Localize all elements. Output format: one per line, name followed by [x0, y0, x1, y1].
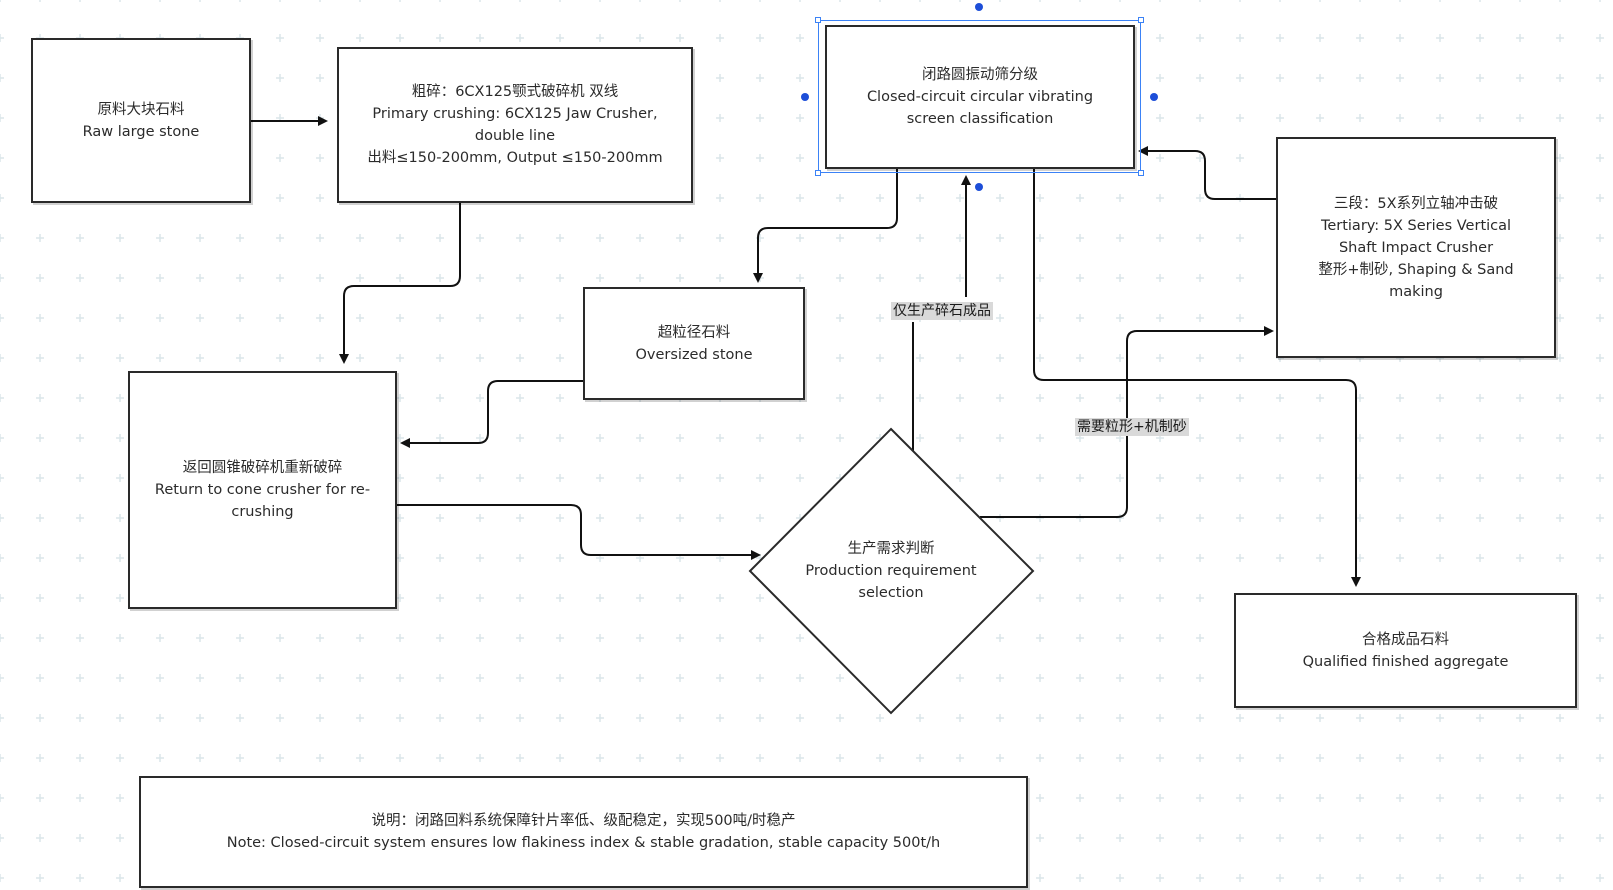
- oversized-zh: 超粒径石料: [657, 324, 731, 341]
- tertiary-line2: Tertiary: 5X Series Vertical: [1320, 217, 1512, 234]
- decision-diamond[interactable]: [748, 427, 1035, 715]
- connect-handle-left[interactable]: [801, 93, 809, 101]
- edge-decision-to-screen[interactable]: [912, 177, 966, 452]
- raw-stone-zh: 原料大块石料: [97, 101, 185, 118]
- edge-primary-to-return[interactable]: [339, 203, 461, 364]
- node-raw-stone[interactable]: 原料大块石料 Raw large stone: [31, 38, 251, 203]
- tertiary-line5: making: [1389, 283, 1443, 300]
- note-en: Note: Closed-circuit system ensures low …: [226, 835, 941, 851]
- note-zh: 说明：闭路回料系统保障针片率低、级配稳定，实现500吨/时稳产: [371, 813, 796, 829]
- screen-en2: screen classification: [906, 111, 1054, 127]
- tertiary-line3: Shaft Impact Crusher: [1338, 239, 1494, 256]
- connect-handle-right[interactable]: [1150, 93, 1158, 101]
- connect-handle-bottom[interactable]: [975, 183, 983, 191]
- decision-zh: 生产需求判断: [847, 541, 935, 557]
- edge-screen-to-qualified[interactable]: [1033, 169, 1361, 587]
- edge-tertiary-to-screen[interactable]: [1138, 146, 1276, 200]
- selection-corner-tr[interactable]: [1138, 17, 1144, 23]
- edge-oversized-to-return[interactable]: [400, 380, 583, 448]
- connect-handle-top[interactable]: [975, 3, 983, 11]
- return-en1: Return to cone crusher for re-: [154, 482, 371, 498]
- edge-return-to-decision[interactable]: [396, 504, 761, 560]
- selection-corner-bl[interactable]: [815, 170, 821, 176]
- tertiary-line1: 三段：5X系列立轴冲击破: [1333, 195, 1499, 212]
- node-return-cone-crusher[interactable]: 返回圆锥破碎机重新破碎 Return to cone crusher for r…: [128, 371, 397, 609]
- node-qualified-aggregate[interactable]: 合格成品石料 Qualified finished aggregate: [1234, 593, 1577, 708]
- edge-label-need-shaping[interactable]: 需要粒形+机制砂: [1075, 418, 1189, 436]
- node-screen-classification[interactable]: 闭路圆振动筛分级 Closed-circuit circular vibrati…: [825, 25, 1135, 169]
- decision-label: 生产需求判断 Production requirement selection: [780, 521, 1002, 621]
- return-zh: 返回圆锥破碎机重新破碎: [182, 460, 343, 476]
- qualified-zh: 合格成品石料: [1362, 631, 1449, 648]
- selection-frame[interactable]: [818, 20, 1141, 173]
- edge-label-only-crushed[interactable]: 仅生产碎石成品: [891, 302, 993, 320]
- screen-en1: Closed-circuit circular vibrating: [866, 89, 1094, 105]
- edge-screen-to-oversized[interactable]: [753, 169, 898, 283]
- node-tertiary-crusher[interactable]: 三段：5X系列立轴冲击破 Tertiary: 5X Series Vertica…: [1276, 137, 1556, 358]
- tertiary-line4: 整形+制砂, Shaping & Sand: [1318, 261, 1514, 278]
- oversized-en: Oversized stone: [635, 346, 753, 363]
- selection-corner-br[interactable]: [1138, 170, 1144, 176]
- primary-line1: 粗碎：6CX125颚式破碎机 双线: [411, 84, 619, 100]
- primary-line3: double line: [474, 128, 556, 144]
- node-primary-crushing[interactable]: 粗碎：6CX125颚式破碎机 双线 Primary crushing: 6CX1…: [337, 47, 693, 203]
- decision-en1: Production requirement: [805, 563, 977, 579]
- node-oversized-stone[interactable]: 超粒径石料 Oversized stone: [583, 287, 805, 400]
- return-en2: crushing: [231, 504, 294, 520]
- primary-line4: 出料≤150-200mm, Output ≤150-200mm: [367, 150, 663, 166]
- node-note[interactable]: 说明：闭路回料系统保障针片率低、级配稳定，实现500吨/时稳产 Note: Cl…: [139, 776, 1028, 888]
- raw-stone-en: Raw large stone: [82, 123, 200, 140]
- qualified-en: Qualified finished aggregate: [1302, 653, 1509, 670]
- selection-corner-tl[interactable]: [815, 17, 821, 23]
- primary-line2: Primary crushing: 6CX125 Jaw Crusher,: [372, 106, 658, 122]
- decision-en2: selection: [858, 585, 924, 601]
- screen-zh: 闭路圆振动筛分级: [922, 67, 1038, 83]
